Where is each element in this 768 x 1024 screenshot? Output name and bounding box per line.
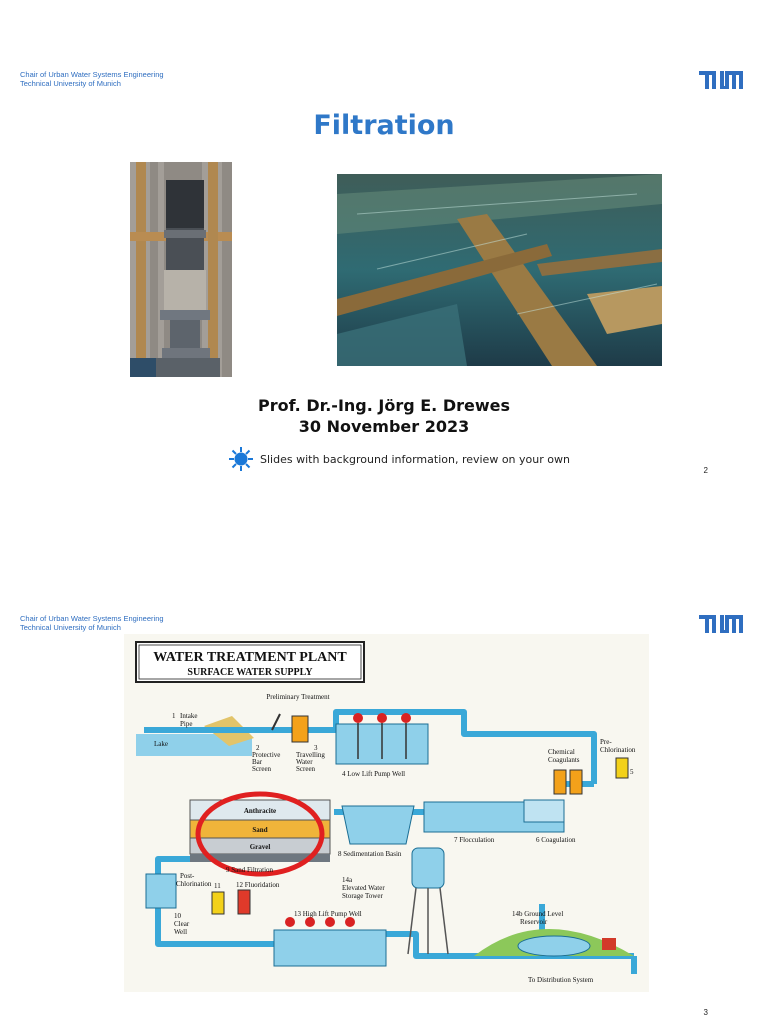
label-high-lift-pump-well: 13 High Lift Pump Well <box>294 910 362 918</box>
label-post-chlorination-1: Post- <box>180 872 195 880</box>
page-number: 3 <box>703 1008 708 1017</box>
label-bar-number: 2 <box>256 744 260 752</box>
diagram-title: WATER TREATMENT PLANT <box>153 650 347 665</box>
label-sedimentation-basin: 8 Sedimentation Basin <box>338 850 402 858</box>
label-ground-reservoir-2: Reservoir <box>520 918 548 926</box>
label-chemical-2: Coagulants <box>548 756 580 764</box>
affiliation-line2: Technical University of Munich <box>20 623 121 632</box>
label-pre-chlorination-2: Chlorination <box>600 746 636 754</box>
diagram-title-box <box>135 641 365 683</box>
label-tower-3: Storage Tower <box>342 892 383 900</box>
tum-logo <box>699 71 743 89</box>
label-sand-filtration: 9 Sand Filtration <box>226 866 274 874</box>
label-clear-well-1: Clear <box>174 920 190 928</box>
label-bar-screen-1: Protective <box>252 751 280 759</box>
presentation-date: 30 November 2023 <box>298 417 470 436</box>
diagram-subtitle: SURFACE WATER SUPPLY <box>187 667 313 678</box>
sun-icon <box>229 447 253 471</box>
author-name: Prof. Dr.-Ing. Jörg E. Drewes <box>257 396 510 415</box>
slide-water-treatment-plant: Chair of Urban Water Systems Engineering… <box>0 512 768 1024</box>
label-anthracite: Anthracite <box>244 807 276 815</box>
filter-highlight-circle <box>195 791 325 877</box>
label-flocculation: 7 Flocculation <box>454 836 495 844</box>
background-note: Slides with background information, revi… <box>228 446 570 472</box>
background-note-text: Slides with background information, revi… <box>260 452 570 466</box>
water-treatment-diagram: WATER TREATMENT PLANT SURFACE WATER SUPP… <box>124 634 649 992</box>
label-fluoridation: 12 Fluoridation <box>236 881 280 889</box>
label-post-chlorination-2: Chlorination <box>176 880 212 888</box>
label-preliminary-treatment: Preliminary Treatment <box>266 693 329 701</box>
label-chemical-1: Chemical <box>548 748 575 756</box>
label-lake: Lake <box>154 740 168 748</box>
label-travel-screen-2: Water <box>296 758 313 766</box>
affiliation-line2: Technical University of Munich <box>20 79 121 88</box>
label-tower-2: Elevated Water <box>342 884 385 892</box>
label-travel-screen-1: Travelling <box>296 751 325 759</box>
affiliation: Chair of Urban Water Systems Engineering… <box>20 614 164 632</box>
label-post-chlorination-number: 11 <box>214 882 221 890</box>
affiliation-line1: Chair of Urban Water Systems Engineering <box>20 614 164 623</box>
label-intake: Intake <box>180 712 198 720</box>
tum-logo <box>699 615 743 633</box>
label-tower-1: 14a <box>342 876 353 884</box>
label-clear-well-2: Well <box>174 928 187 936</box>
label-intake-number: 1 <box>172 712 176 720</box>
label-bar-screen-2: Bar <box>252 758 263 766</box>
label-coagulation: 6 Coagulation <box>536 836 576 844</box>
label-travel-screen-3: Screen <box>296 765 316 773</box>
label-sand: Sand <box>252 826 267 834</box>
label-intake-pipe: Pipe <box>180 720 192 728</box>
label-clear-well-number: 10 <box>174 912 182 920</box>
label-pre-chlorination-1: Pre- <box>600 738 612 746</box>
slide-filtration-title: Chair of Urban Water Systems Engineering… <box>20 70 743 475</box>
label-gravel: Gravel <box>250 843 271 851</box>
affiliation: Chair of Urban Water Systems Engineering… <box>20 70 164 88</box>
label-bar-screen-3: Screen <box>252 765 272 773</box>
slide-title: Filtration <box>313 110 455 141</box>
label-pre-chlorination-number: 5 <box>630 768 634 776</box>
label-low-lift-pump-well: 4 Low Lift Pump Well <box>342 770 405 778</box>
label-travel-number: 3 <box>314 744 318 752</box>
affiliation-line1: Chair of Urban Water Systems Engineering <box>20 70 164 79</box>
label-ground-reservoir-1: 14b Ground Level <box>512 910 563 918</box>
filter-column-photo <box>130 162 232 377</box>
page-number: 2 <box>703 466 708 475</box>
label-distribution-system: To Distribution System <box>528 976 594 984</box>
filter-basin-photo <box>337 174 662 366</box>
